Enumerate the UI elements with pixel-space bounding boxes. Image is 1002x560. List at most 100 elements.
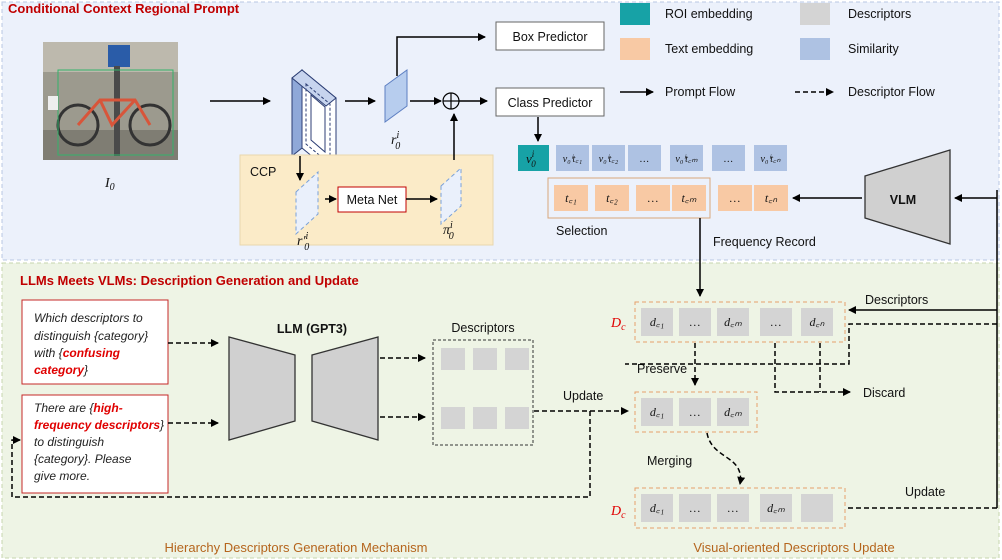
merging-label: Merging [647, 454, 692, 468]
discard-label: Discard [863, 386, 905, 400]
prompt-box-1 [21, 299, 169, 385]
descriptor-updated-cell [801, 494, 833, 522]
descriptor-preserved-cell-label: … [690, 405, 701, 419]
similarity-cell [556, 145, 589, 171]
similarity-cell [628, 145, 661, 171]
descriptor-row-updated: d꜀₁……d꜀ₘ [641, 494, 833, 522]
text-embedding-cell [595, 185, 629, 211]
descriptor-preserved-cell [717, 398, 749, 426]
descriptor-cell-label: … [771, 315, 782, 329]
descriptor-updated-cell-label: … [728, 501, 739, 515]
text-embedding-cell-label: t꜀ₙ [765, 191, 777, 205]
text-embedding-cell [554, 185, 588, 211]
descriptor-updated-cell [679, 494, 711, 522]
descriptor-row-preserved: d꜀₁ … d꜀ₘ [641, 398, 749, 426]
descriptor-row-current: d꜀₁…d꜀ₘ…d꜀ₙ [641, 308, 833, 336]
descriptor-preserved-cell-label: d꜀ₘ [724, 405, 742, 419]
similarity-cell-label: … [640, 154, 649, 165]
descriptor-updated-cell [760, 494, 792, 522]
generated-descriptors-box [432, 339, 534, 446]
descriptors-box-label: Descriptors [451, 321, 514, 335]
prompt-box-2 [21, 394, 169, 494]
meta-net-label: Meta Net [347, 193, 398, 207]
legend-descriptors-swatch [800, 3, 830, 25]
descriptor-cell [679, 308, 711, 336]
selection-label: Selection [556, 224, 607, 238]
vlm-block [864, 149, 951, 245]
similarity-cell [712, 145, 745, 171]
text-embedding-cell-label: t꜀ₘ [682, 191, 697, 205]
image-label: I0 [104, 176, 115, 193]
text-embedding-cell [672, 185, 706, 211]
prompt-1-text: Which descriptors to distinguish {catego… [34, 311, 151, 377]
vlm-label: VLM [890, 193, 916, 207]
pi0-feature [440, 166, 462, 226]
update-label-2: Update [905, 485, 945, 499]
similarity-cell [754, 145, 787, 171]
class-predictor-label: Class Predictor [508, 96, 593, 110]
descriptor-updated-cell-label: … [690, 501, 701, 515]
generated-descriptor-cells [441, 348, 529, 429]
legend-similarity-swatch [800, 38, 830, 60]
roi-feature-r0 [384, 69, 408, 123]
llm-encoder-block [228, 336, 296, 441]
similarity-cell [670, 145, 703, 171]
similarity-cell [592, 145, 625, 171]
descriptor-cell [717, 308, 749, 336]
similarity-cell-label: v₀ⁱt꜀ₙ [761, 154, 782, 165]
box-predictor [495, 21, 605, 51]
descriptor-updated-cell [717, 494, 749, 522]
legend-text-swatch [620, 38, 650, 60]
descriptor-cell [801, 308, 833, 336]
caption-left: Hierarchy Descriptors Generation Mechani… [165, 540, 428, 555]
legend-descriptor-flow-label: Descriptor Flow [848, 85, 936, 99]
text-embedding-cell-label: … [730, 191, 741, 205]
legend-roi-swatch [620, 3, 650, 25]
text-embedding-cell [718, 185, 752, 211]
frequency-record-label: Frequency Record [713, 235, 816, 249]
descriptors-flow-label: Descriptors [865, 293, 928, 307]
input-image [43, 42, 178, 160]
llm-decoder-block [311, 336, 379, 441]
top-title: Conditional Context Regional Prompt [8, 1, 240, 16]
caption-right: Visual-oriented Descriptors Update [693, 540, 894, 555]
similarity-cell-label: … [724, 154, 733, 165]
ccp-label: CCP [250, 165, 276, 179]
text-embedding-row: t꜀₁ t꜀₂ … t꜀ₘ … t꜀ₙ [554, 185, 788, 211]
similarity-cell-label: v₀ⁱt꜀₁ [563, 154, 582, 165]
descriptor-cell-label: … [690, 315, 701, 329]
text-embedding-cell-label: t꜀₂ [606, 191, 618, 205]
sum-operator-icon [442, 92, 460, 110]
descriptor-updated-cell [641, 494, 673, 522]
box-predictor-label: Box Predictor [512, 30, 587, 44]
bottom-title: LLMs Meets VLMs: Description Generation … [20, 273, 359, 288]
llm-label: LLM (GPT3) [277, 322, 347, 336]
descriptor-set-preserved [634, 391, 758, 433]
prompt-2-text: There are {high- frequency descriptors} … [34, 401, 167, 483]
descriptor-cell [641, 308, 673, 336]
roi-feature-r0-prime [295, 170, 319, 236]
descriptor-cell [760, 308, 792, 336]
descriptor-cell-label: d꜀ₘ [724, 315, 742, 329]
descriptor-preserved-cell-label: d꜀₁ [650, 405, 664, 419]
descriptor-preserved-cell [679, 398, 711, 426]
update-label-1: Update [563, 389, 603, 403]
descriptor-cell-label: d꜀ₙ [810, 315, 825, 329]
dc-label-1: Dc [610, 316, 626, 333]
similarity-cell-label: v₀ⁱt꜀₂ [599, 154, 619, 165]
legend-prompt-flow-label: Prompt Flow [665, 85, 736, 99]
text-embedding-cell [754, 185, 788, 211]
descriptor-preserved-cell [641, 398, 673, 426]
legend-similarity-label: Similarity [848, 42, 899, 56]
legend-roi-label: ROI embedding [665, 7, 753, 21]
text-embedding-cell-label: … [648, 191, 659, 205]
dc-label-2: Dc [610, 504, 626, 521]
selection-box [547, 177, 711, 219]
text-embedding-cell-label: t꜀₁ [565, 191, 577, 205]
